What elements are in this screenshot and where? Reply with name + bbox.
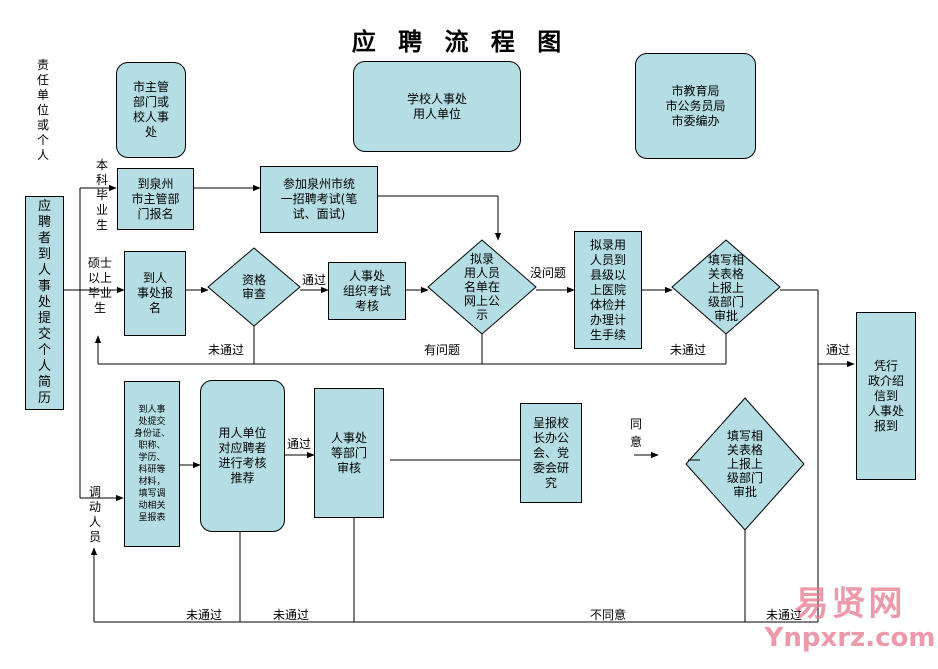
responsible-header: 责任单位或个人 [36, 58, 49, 162]
unified-exam-node: 参加泉州市统 一招聘考试(笔 试、面试) [260, 166, 378, 233]
report-upper-2-label: 填写相 关表格 上报上 级部门 审批 [726, 429, 763, 499]
branch-master-label: 硕士以上毕业生 [88, 256, 113, 315]
hr-dept-review-node: 人事处 等部门 审核 [314, 388, 384, 518]
page-title: 应 聘 流 程 图 [351, 27, 569, 56]
edge-no-problem: 没问题 [530, 266, 567, 280]
leaders-meeting-node: 呈报校 长办公 会、党 委会研 究 [520, 403, 582, 503]
applicant-node: 应聘者到人事处提交个人简历 [25, 196, 64, 410]
intro-letter-node: 凭行 政介绍 信到 人事处 报到 [856, 312, 916, 480]
watermark-logo: 易贤网 Ynpxrz.com [760, 585, 938, 653]
watermark-url: Ynpxrz.com [764, 623, 936, 653]
transfer-materials-node: 到人事 处提交 身份证、 职称、 学历、 科研等 材料， 填写调 动相关 呈报表 [124, 381, 180, 547]
edge-not-pass-2: 未通过 [670, 343, 707, 357]
header-city-dept: 市主管 部门或 校人事 处 [116, 62, 186, 158]
edge-not-pass-5: 未通过 [766, 608, 803, 622]
edge-agree: 同 意 [630, 417, 643, 449]
unit-review-node: 用人单位 对应聘者 进行考核 推荐 [200, 380, 285, 532]
header-school: 学校人事处 用人单位 [353, 61, 521, 152]
edge-pass-3: 通过 [287, 437, 312, 451]
header-edu-bureau: 市教育局 市公务员局 市委编办 [635, 53, 756, 159]
branch-transfer-label: 调动人员 [88, 485, 101, 544]
edge-disagree: 不同意 [590, 608, 627, 622]
register-hr-node: 到人 事处报 名 [124, 251, 186, 336]
qualification-label: 资格 审查 [241, 273, 266, 301]
edge-pass-1: 通过 [302, 273, 327, 287]
branch-bachelor-label: 本科毕业生 [95, 158, 108, 232]
edge-not-pass-1: 未通过 [208, 343, 245, 357]
watermark-text: 易贤网 [794, 584, 906, 624]
hr-exam-node: 人事处 组织考试 考核 [328, 262, 406, 320]
edge-not-pass-4: 未通过 [273, 608, 310, 622]
register-city-node: 到泉州 市主管部 门报名 [117, 168, 194, 230]
edge-has-problem: 有问题 [424, 343, 461, 357]
publicize-label: 拟录 用人员 名单在 网上公 示 [463, 252, 500, 322]
edge-pass-2: 通过 [826, 343, 851, 357]
physical-exam-node: 拟录用 人员到 县级以 上医院 体检并 办理计 生手续 [574, 231, 642, 349]
report-upper-label: 填写相 关表格 上报上 级部门 审批 [707, 253, 744, 323]
edge-not-pass-3: 未通过 [186, 608, 223, 622]
